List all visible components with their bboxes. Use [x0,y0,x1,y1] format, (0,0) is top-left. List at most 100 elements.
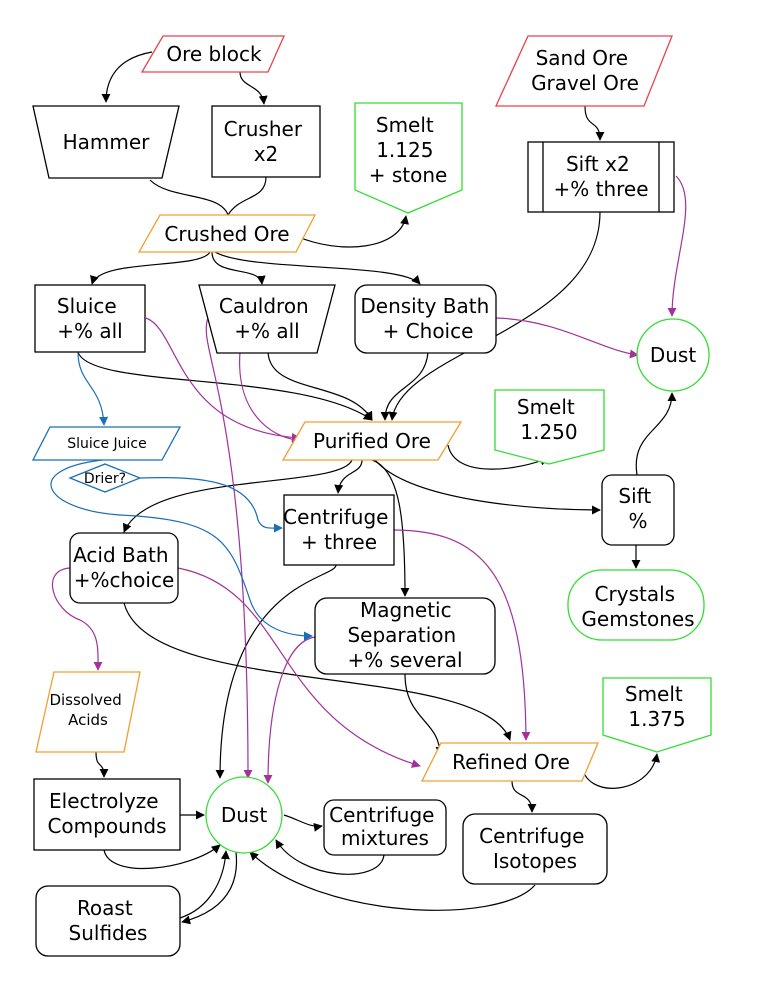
svg-text:Ore block: Ore block [166,42,262,66]
node-sift-pct-line-1: Sift [618,484,651,508]
edge-hammer-to-crushed [149,179,229,216]
svg-text:Magnetic Separation: Magnetic Separation +% several [347,598,462,672]
node-sand-gravel-ore[interactable]: Sand Ore Gravel Ore [494,35,673,107]
node-crusher-line-1: Crusher [224,117,303,141]
svg-text:Centrifuge + three: Centrifuge + three [283,505,395,554]
node-electrolyze-line-1: Electrolyze [49,789,159,813]
edge-refined-to-centrifuge-iso [511,780,537,813]
svg-text:Cauldron +% all: Cauldron +% all [219,294,315,343]
edge-centrifuge-to-refined [391,529,531,741]
node-smelt-1375-line-2: 1.375 [628,707,685,731]
svg-text:Electrolyze Compounds: Electrolyze Compounds [47,789,166,838]
edge-sluice-to-juice [77,351,109,426]
node-ore-block-label: Ore block [166,42,262,66]
node-smelt-1250-line-2: 1.250 [520,420,577,444]
node-centrifuge-iso-line-1: Centrifuge [479,824,584,848]
svg-text:Density Bath + Choice: Density Bath + Choice [360,294,495,343]
edge-ore-to-hammer [101,51,153,103]
node-dust-top[interactable]: Dust [636,318,710,392]
edges [50,51,687,925]
node-crushed-ore-label: Crushed Ore [164,222,289,246]
node-crystals-line-2: Gemstones [581,607,694,631]
node-sluice-line-1: Sluice [57,294,117,318]
edge-sluice-to-purified-purple [145,317,301,442]
svg-text:Smelt 1.125 +: Smelt 1.125 + stone [369,113,448,187]
node-centrifuge-mix-line-1: Centrifuge [329,803,434,827]
node-sift-pct-line-2: % [628,509,647,533]
node-smelt-1250[interactable]: Smelt 1.250 [494,389,605,465]
node-centrifuge-isotopes[interactable]: Centrifuge Isotopes [462,813,608,885]
svg-text:Acid Bath +%choice: Acid Bath +%choice [73,543,175,592]
node-dust-bottom[interactable]: Dust [205,776,283,854]
edge-centrifuge-to-dust-bottom [215,564,337,779]
svg-text:Crystals Gemstones: Crystals Gemstones [581,582,694,631]
node-sift-pct[interactable]: Sift % [601,474,675,546]
svg-text:Sift %: Sift % [618,484,657,533]
svg-text:Crusher x2: Crusher x2 [224,117,309,166]
node-smelt-1125[interactable]: Smelt 1.125 + stone [354,102,463,214]
node-centrifuge-mixtures[interactable]: Centrifuge mixtures [323,799,447,856]
node-hammer[interactable]: Hammer [32,105,180,179]
edge-refined-to-smelt3 [581,753,661,789]
node-magnetic-separation[interactable]: Magnetic Separation +% several [314,597,496,675]
node-dissolved-acids[interactable]: Dissolved Acids [35,671,141,753]
svg-text:Sluice +% all: Sluice +% all [57,294,123,343]
edge-density-to-purified [380,351,429,421]
edge-acidbath-to-refined-purple [177,567,421,768]
edge-centrifuge-iso-to-dust [249,851,536,911]
node-centrifuge-iso-line-2: Isotopes [493,849,577,873]
node-cauldron[interactable]: Cauldron +% all [198,284,336,354]
node-refined-ore[interactable]: Refined Ore [420,742,599,782]
edge-juice-to-magnetic [50,459,313,641]
node-crystals-gemstones[interactable]: Crystals Gemstones [567,569,705,641]
node-crushed-ore[interactable]: Crushed Ore [137,214,317,253]
node-hammer-label: Hammer [63,130,151,154]
node-sluice-line-2: +% all [57,319,123,343]
svg-text:Roast Sulfides: Roast Sulfides [69,896,148,945]
node-smelt-1250-line-1: Smelt [517,395,575,419]
node-magnetic-line-2: Separation [347,623,456,647]
edge-dust-to-centrifuge-mix [283,814,323,832]
edge-roast-to-dust [179,850,230,919]
edge-centrifuge-mix-to-dust [275,839,385,875]
edge-crushed-to-sluice [90,251,211,285]
node-acid-bath[interactable]: Acid Bath +%choice [69,532,179,604]
node-smelt-1375-line-1: Smelt [625,682,683,706]
node-dust-top-label: Dust [650,343,696,367]
edge-magnetic-to-dust [263,636,317,784]
svg-text:Drier?: Drier? [84,471,126,487]
node-ore-block[interactable]: Ore block [140,35,286,73]
svg-text:Dust: Dust [221,803,267,827]
svg-text:Purified Ore: Purified Ore [313,429,431,453]
edge-dissolved-to-electrolyze [95,751,109,778]
node-purified-ore[interactable]: Purified Ore [281,421,463,461]
edge-density-to-dust-top [495,317,639,359]
edge-sluice-to-purified [77,351,373,421]
node-density-bath[interactable]: Density Bath + Choice [354,284,497,354]
edge-sift-to-dust-top [635,392,677,476]
node-smelt-1375[interactable]: Smelt 1.375 [602,677,712,753]
node-crusher[interactable]: Crusher x2 [211,105,321,178]
node-electrolyze-compounds[interactable]: Electrolyze Compounds [33,778,181,851]
node-roast-line-2: Sulfides [69,921,148,945]
node-sluice-juice[interactable]: Sluice Juice [31,426,182,461]
node-roast-sulfides[interactable]: Roast Sulfides [35,885,181,957]
node-drier-decision[interactable]: Drier? [68,463,142,493]
svg-text:Centrifuge mixtures: Centrifuge mixtures [329,803,441,850]
svg-text:Sluice Juice: Sluice Juice [67,436,147,452]
node-cauldron-line-2: +% all [234,319,300,343]
node-density-bath-line-2: + Choice [383,319,474,343]
edge-cauldron-to-purified [267,351,373,421]
node-centrifuge-three[interactable]: Centrifuge + three [283,494,395,566]
edge-juice-to-centrifuge [139,477,283,533]
edge-cauldron-to-purified-purple [239,351,301,445]
node-sluice[interactable]: Sluice +% all [34,284,146,353]
node-dust-bottom-label: Dust [221,803,267,827]
edge-crushed-to-cauldron [211,251,266,285]
edge-sand-to-sift [584,105,605,141]
node-sift-x2[interactable]: Sift x2 +% three [527,141,675,213]
node-cauldron-line-1: Cauldron [219,294,309,318]
svg-text:Hammer: Hammer [63,130,151,154]
edge-crushed-to-smelt1 [295,215,410,248]
